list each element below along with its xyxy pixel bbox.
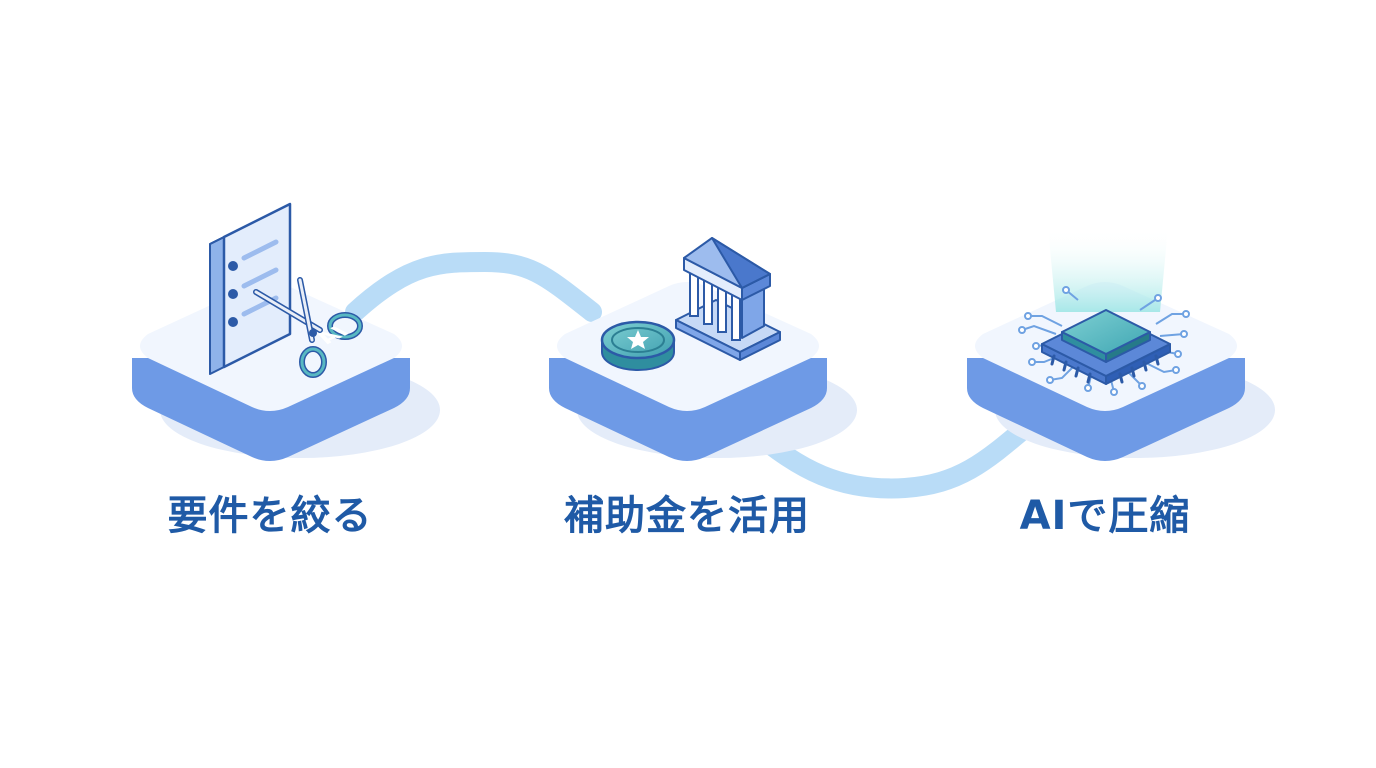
- step-3-label: AIで圧縮: [1019, 493, 1191, 539]
- coin-icon: [600, 320, 676, 371]
- step-2-label: 補助金を活用: [564, 493, 810, 539]
- bank-building-icon: [675, 237, 781, 361]
- connector-path-2: [742, 414, 1040, 499]
- chip-pins: [1050, 354, 1160, 384]
- light-beam: [1048, 228, 1168, 312]
- circuit-nodes: [1018, 286, 1190, 396]
- connector-path-1: [345, 251, 602, 322]
- document-scissors-icon: [209, 202, 363, 378]
- bank-coin-icon: [600, 237, 781, 371]
- step-1-label: 要件を絞る: [167, 493, 373, 539]
- ai-chip-icon: AI: [310, 228, 1190, 396]
